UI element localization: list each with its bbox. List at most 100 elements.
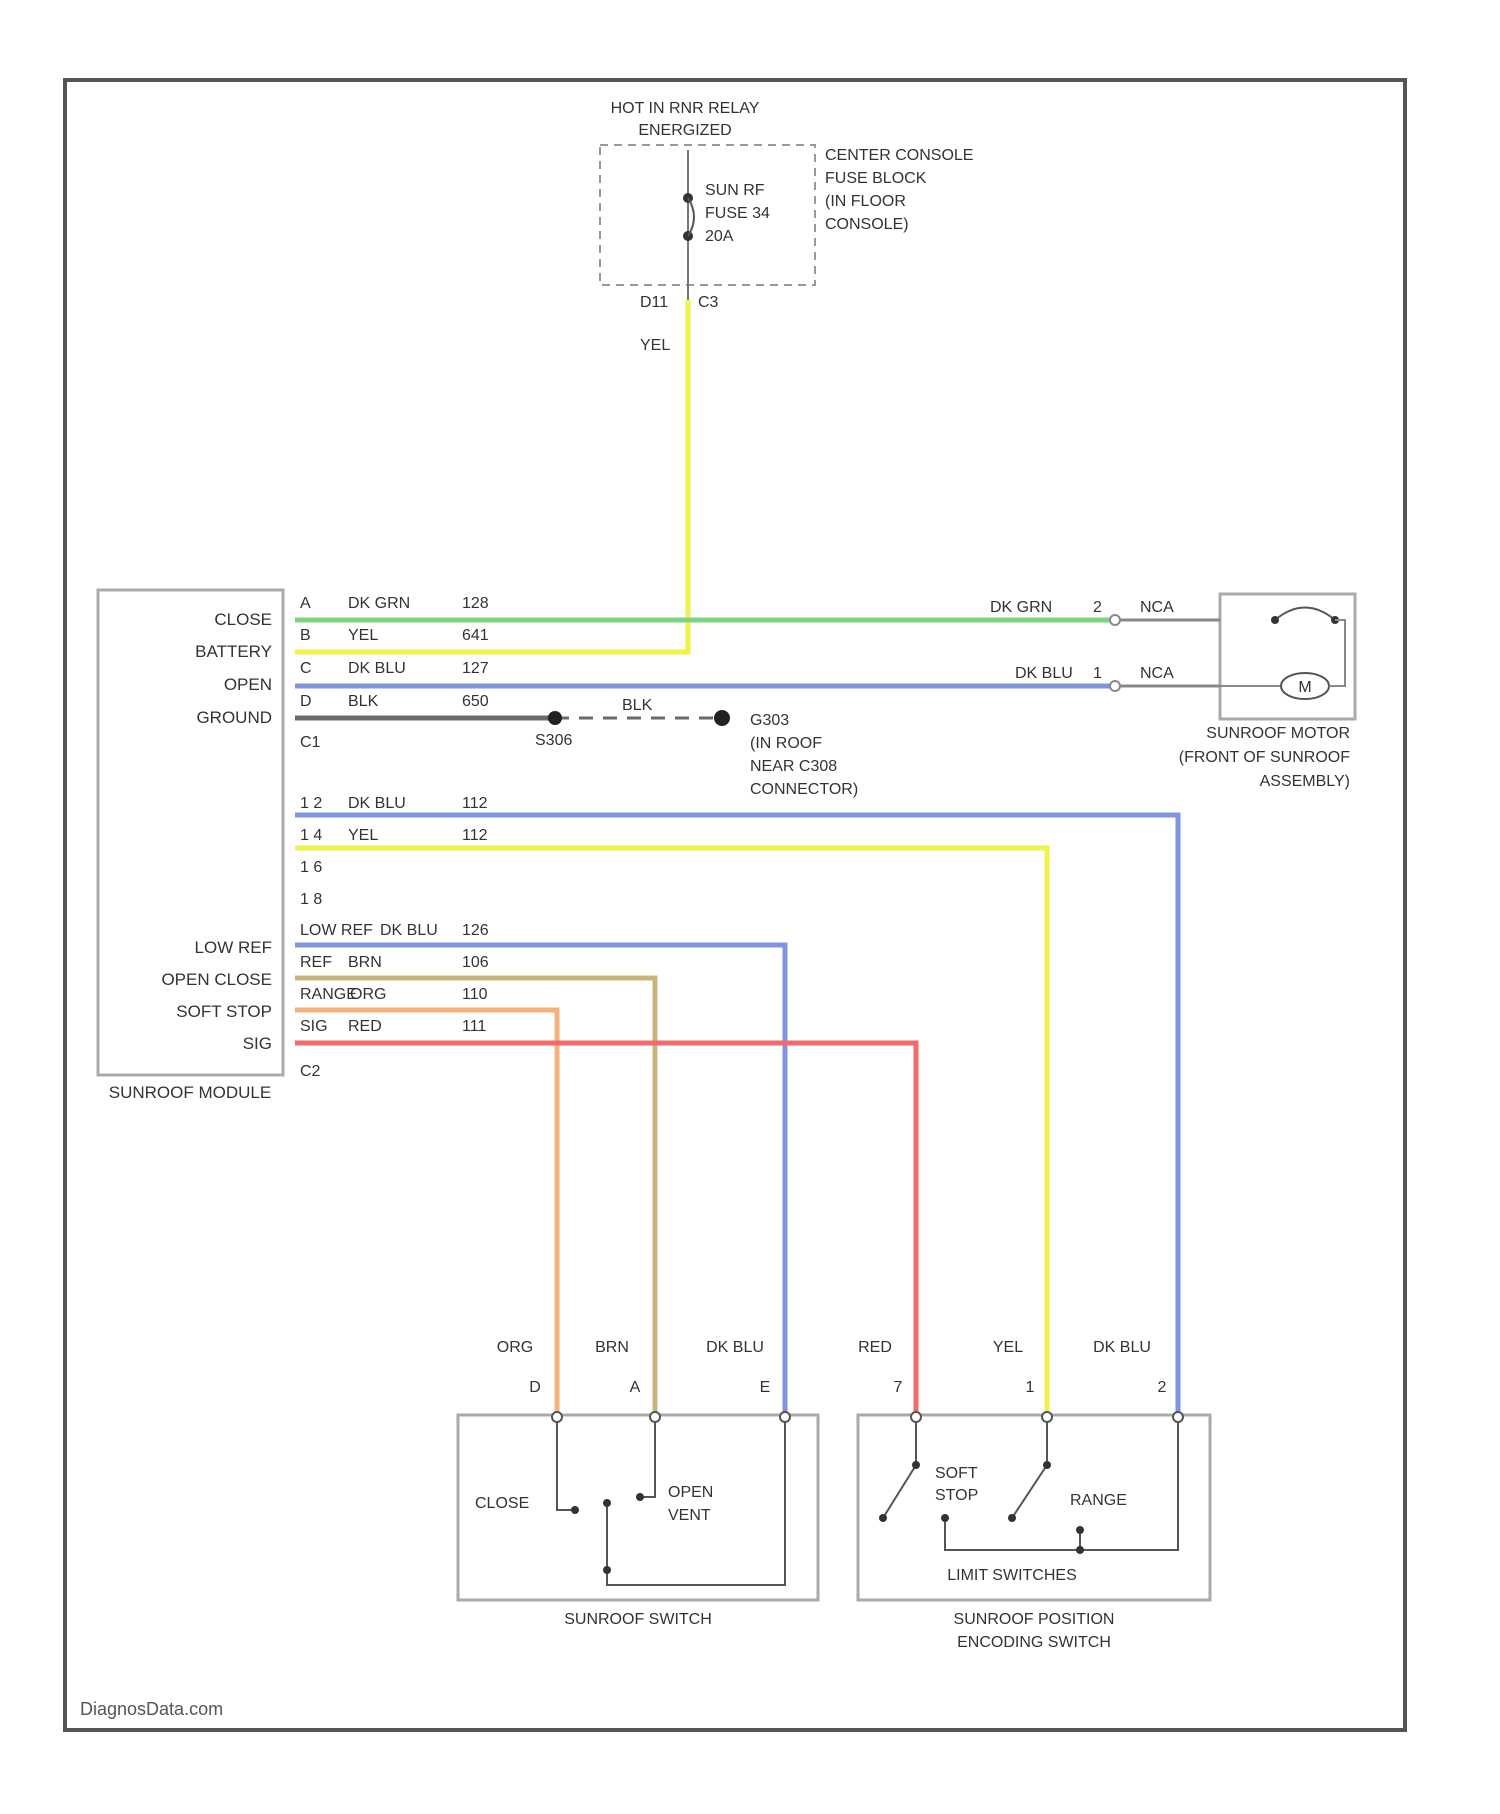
wire-sig [295, 1043, 916, 1415]
fuse-pin: D11 [640, 294, 668, 311]
splice-s306 [548, 711, 562, 725]
fuse-label-2: FUSE 34 [705, 205, 770, 222]
wire-color-ref: BRN [348, 954, 382, 971]
wire-color-1-4: YEL [348, 827, 378, 844]
circuit-b: 641 [462, 627, 489, 644]
wire-color-low-ref: DK BLU [380, 922, 438, 939]
motor-pin-2 [1110, 615, 1120, 625]
motor-pin-1 [1110, 681, 1120, 691]
wire-color-d: BLK [348, 693, 379, 710]
circuit-1-2: 112 [462, 795, 488, 812]
fuse-connector: C3 [698, 294, 719, 311]
ground-g303 [714, 710, 730, 726]
motor-wire1-color: DK GRN [990, 599, 1052, 616]
module-pin-label-soft-stop: SOFT STOP [176, 1002, 272, 1021]
wire-color-range: ORG [350, 986, 386, 1003]
motor-symbol-letter: M [1298, 679, 1311, 696]
circuit-range: 110 [462, 986, 488, 1003]
limit-contact-1b [879, 1514, 887, 1522]
fuse-symbol [683, 150, 694, 300]
circuit-sig: 111 [462, 1018, 486, 1035]
pin-a: A [300, 595, 311, 612]
pin-low-ref: LOW REF [300, 922, 373, 939]
soft-stop-label-2: STOP [935, 1487, 978, 1504]
pos-pin-7: 7 [894, 1379, 903, 1396]
fuse-block-label-3: (IN FLOOR [825, 193, 906, 210]
fuse-block-label-1: CENTER CONSOLE [825, 147, 973, 164]
pin-1-6: 1 6 [300, 859, 322, 876]
circuit-ref: 106 [462, 954, 489, 971]
switch-pin-a: A [630, 1379, 641, 1396]
motor-wire1-pin: 2 [1093, 599, 1102, 616]
circuit-1-4: 112 [462, 827, 488, 844]
wire-color-1-2: DK BLU [348, 795, 406, 812]
pin-d: D [300, 693, 312, 710]
limit-contact-3 [941, 1514, 949, 1522]
diagram-frame [65, 80, 1405, 1730]
wire-color-a: DK GRN [348, 595, 410, 612]
fuse-label-1: SUN RF [705, 182, 765, 199]
limit-contact-2a [1043, 1461, 1051, 1469]
switch-pin-d: D [529, 1379, 541, 1396]
limit-contact-4 [1076, 1526, 1084, 1534]
module-pin-label-sig: SIG [243, 1034, 272, 1053]
module-pin-label-low-ref: LOW REF [195, 938, 272, 957]
limit-contact-1a [912, 1461, 920, 1469]
motor-title-1: SUNROOF MOTOR [1206, 725, 1350, 742]
splice-label: S306 [535, 732, 572, 749]
pin-1-4: 1 4 [300, 827, 322, 844]
switch-pin-e: E [760, 1379, 771, 1396]
motor-wire2-nca: NCA [1140, 665, 1174, 682]
circuit-low-ref: 126 [462, 922, 489, 939]
module-pin-label-ground: GROUND [196, 708, 272, 727]
switch-contact-close [571, 1506, 579, 1514]
pin-b: B [300, 627, 311, 644]
pin-ref: REF [300, 954, 332, 971]
soft-stop-label-1: SOFT [935, 1465, 978, 1482]
pos-wire-color-dkblu: DK BLU [1093, 1339, 1151, 1356]
ground-point-label: G303 [750, 712, 789, 729]
pos-pin-2: 2 [1158, 1379, 1167, 1396]
ground-location-1: (IN ROOF [750, 735, 822, 752]
relay-label-2: ENERGIZED [638, 122, 731, 139]
pos-pin-1: 1 [1026, 1379, 1035, 1396]
module-pin-label-open-close: OPEN CLOSE [161, 970, 272, 989]
module-pin-label-open: OPEN [224, 675, 272, 694]
ground-location-3: CONNECTOR) [750, 781, 858, 798]
switch-vent-label: VENT [668, 1507, 711, 1524]
relay-label-1: HOT IN RNR RELAY [611, 100, 760, 117]
switch-close-label: CLOSE [475, 1495, 529, 1512]
circuit-a: 128 [462, 595, 489, 612]
switch-wire-color-org: ORG [497, 1339, 533, 1356]
motor-wire2-pin: 1 [1093, 665, 1102, 682]
pin-range: RANGE [300, 986, 357, 1003]
switch-contact-common [603, 1499, 611, 1507]
module-pin-label-close: CLOSE [214, 610, 272, 629]
limit-contact-2b [1008, 1514, 1016, 1522]
switch-wire-color-dkblu: DK BLU [706, 1339, 764, 1356]
switch-contact-open [636, 1493, 644, 1501]
circuit-d: 650 [462, 693, 489, 710]
fuse-label-3: 20A [705, 228, 734, 245]
pin-1-2: 1 2 [300, 795, 322, 812]
pin-1-8: 1 8 [300, 891, 322, 908]
switch-open-label: OPEN [668, 1484, 713, 1501]
motor-wire1-nca: NCA [1140, 599, 1174, 616]
switch-contact-ground [603, 1566, 611, 1574]
pin-c: C [300, 660, 312, 677]
motor-title-2: (FRONT OF SUNROOF [1179, 749, 1350, 766]
motor-title-3: ASSEMBLY) [1260, 773, 1350, 790]
module-pin-label-battery: BATTERY [195, 642, 272, 661]
wire-color-c: DK BLU [348, 660, 406, 677]
pos-wire-color-yel: YEL [993, 1339, 1023, 1356]
limit-switches-label: LIMIT SWITCHES [947, 1567, 1077, 1584]
position-switch-title-2: ENCODING SWITCH [957, 1634, 1111, 1651]
wire-color-b: YEL [348, 627, 378, 644]
motor-symbol [1220, 608, 1345, 700]
limit-contact-5 [1076, 1546, 1084, 1554]
fuse-block-label-4: CONSOLE) [825, 216, 909, 233]
range-label: RANGE [1070, 1492, 1127, 1509]
ground-location-2: NEAR C308 [750, 758, 837, 775]
fuse-block-label-2: FUSE BLOCK [825, 170, 927, 187]
